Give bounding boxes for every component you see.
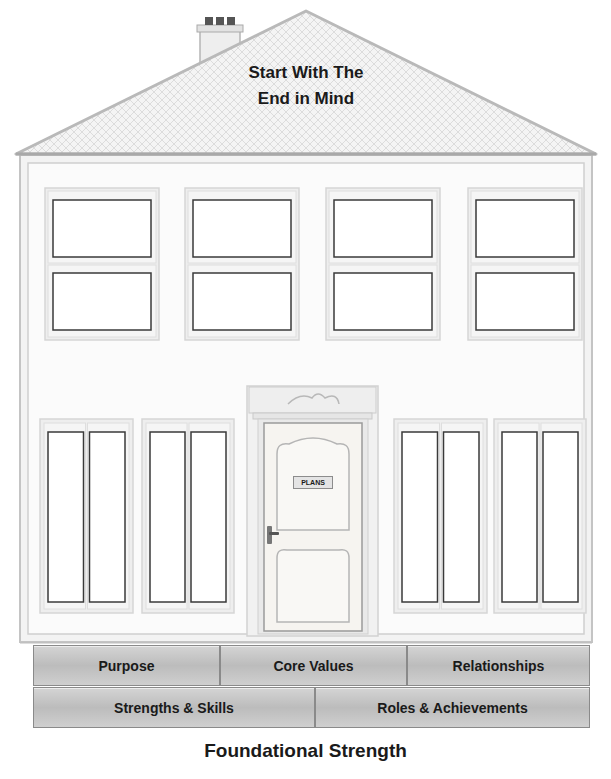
house-part (269, 532, 279, 535)
house-part (326, 188, 440, 340)
house-part (468, 188, 582, 340)
roof-title: Start With The End in Mind (204, 60, 408, 112)
house-part (442, 423, 484, 609)
door-outline (263, 422, 363, 632)
foundation-label: Core Values (265, 658, 361, 674)
foundation-block: Roles & Achievements (315, 687, 590, 728)
house-part (146, 423, 187, 609)
foundation-label: Roles & Achievements (369, 700, 535, 716)
house-part (471, 191, 579, 263)
door-sign: PLANS (293, 476, 333, 489)
house-part (329, 265, 437, 337)
foundation-block: Core Values (220, 645, 407, 686)
house-part (444, 432, 480, 602)
house-part (398, 423, 440, 609)
house-part (20, 155, 592, 642)
ground-line (20, 643, 592, 644)
house-part (541, 423, 582, 609)
house-part (288, 394, 339, 404)
diagram-caption: Foundational Strength (0, 740, 611, 762)
house-part (193, 200, 291, 257)
roof-triangle (16, 11, 596, 154)
house-part (494, 419, 586, 613)
house-part (502, 432, 537, 602)
door-sign-text: PLANS (301, 479, 325, 487)
house-part (193, 273, 291, 330)
house-part (264, 423, 362, 631)
house-part (90, 432, 126, 602)
roof-outline (14, 8, 598, 157)
house-part (188, 265, 296, 337)
house-part (48, 191, 156, 263)
house-part (476, 273, 574, 330)
house-part (247, 386, 378, 636)
upper-windows (45, 188, 582, 340)
house-part (88, 423, 130, 609)
house-part (40, 419, 133, 613)
foundation-block: Purpose (33, 645, 220, 686)
house-part (394, 419, 487, 613)
house-part (44, 423, 86, 609)
house-part (498, 423, 539, 609)
door-shape: PLANS (263, 422, 363, 632)
house-part (249, 387, 376, 413)
house-part (53, 273, 151, 330)
house-part (188, 191, 296, 263)
house-part (205, 17, 213, 25)
house-part (543, 432, 578, 602)
house-part (277, 438, 349, 530)
foundation-block: Strengths & Skills (33, 687, 315, 728)
foundation-label: Relationships (445, 658, 553, 674)
house-part (334, 273, 432, 330)
house-part (189, 423, 230, 609)
house-wall (20, 155, 592, 642)
house-part (191, 432, 226, 602)
house-part (150, 432, 185, 602)
house-part (142, 419, 234, 613)
roof-shape: Start With The End in Mind (14, 8, 598, 157)
foundation-block: Relationships (407, 645, 590, 686)
house-part (476, 200, 574, 257)
house-part (253, 413, 372, 419)
foundation-label: Strengths & Skills (106, 700, 242, 716)
house-part (48, 265, 156, 337)
house-part (227, 17, 235, 25)
house-part (258, 419, 368, 634)
foundation-label: Purpose (90, 658, 162, 674)
house-part (45, 188, 159, 340)
house-part (402, 432, 438, 602)
house-part (28, 163, 584, 634)
house-part (334, 200, 432, 257)
door-frame (247, 386, 378, 636)
house-part (197, 25, 243, 32)
house-part (277, 550, 349, 622)
house-part (471, 265, 579, 337)
house-part (48, 432, 84, 602)
roof-eave (16, 153, 596, 156)
house-part (216, 17, 224, 25)
house-part (329, 191, 437, 263)
house-part (185, 188, 299, 340)
house-part (53, 200, 151, 257)
